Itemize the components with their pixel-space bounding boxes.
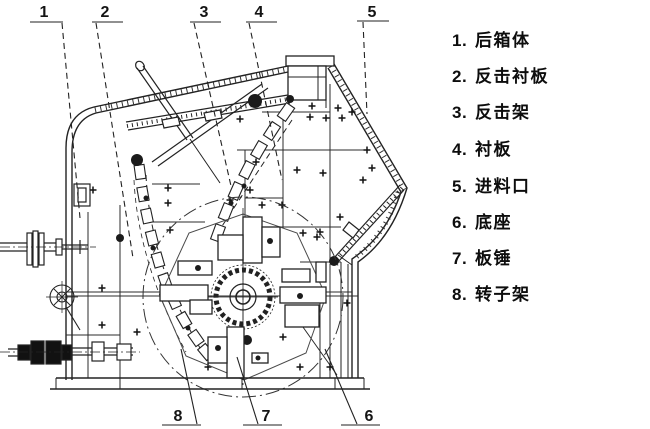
legend-num: 3. xyxy=(452,103,468,122)
callout-3: 3 xyxy=(200,4,209,21)
callout-2: 2 xyxy=(101,4,110,21)
legend-label: 反击衬板 xyxy=(475,67,549,86)
legend-item-8: 8. 转子架 xyxy=(452,280,531,305)
legend-num: 7. xyxy=(452,249,468,268)
callout-5: 5 xyxy=(368,4,377,21)
legend-label: 进料口 xyxy=(475,177,531,196)
callout-6: 6 xyxy=(365,408,374,425)
left-wall-bracket xyxy=(73,183,91,207)
legend-label: 反击架 xyxy=(475,103,531,122)
impact-curtain-upper xyxy=(209,101,296,243)
legend-label: 板锤 xyxy=(475,249,512,268)
legend-num: 5. xyxy=(452,177,468,196)
legend-label: 底座 xyxy=(475,213,512,232)
callout-1: 1 xyxy=(40,4,49,21)
legend-label: 衬板 xyxy=(475,140,512,159)
callout-7: 7 xyxy=(262,408,271,425)
legend-num: 1. xyxy=(452,31,468,50)
callout-leaders xyxy=(30,20,389,426)
legend-num: 2. xyxy=(452,67,468,86)
wall-pivot xyxy=(46,281,81,331)
hammer-bolts xyxy=(195,238,303,361)
base xyxy=(50,377,370,390)
suspension-beams xyxy=(125,60,291,184)
callout-numbers: 1 2 3 4 5 8 7 6 xyxy=(40,4,377,425)
legend-num: 8. xyxy=(452,285,468,304)
legend-item-4: 4. 衬板 xyxy=(452,135,512,160)
legend-item-2: 2. 反击衬板 xyxy=(452,62,549,87)
edge-hatching xyxy=(94,64,407,260)
legend-num: 4. xyxy=(452,140,468,159)
upper-adjusting-rod xyxy=(0,230,96,268)
legend-num: 6. xyxy=(452,213,468,232)
legend-item-6: 6. 底座 xyxy=(452,208,512,233)
legend-item-1: 1. 后箱体 xyxy=(452,26,531,51)
tie-rod xyxy=(329,184,405,266)
legend-item-7: 7. 板锤 xyxy=(452,244,512,269)
feed-inlet-box xyxy=(285,55,335,112)
legend-item-5: 5. 进料口 xyxy=(452,172,531,197)
legend-label: 转子架 xyxy=(475,285,531,304)
legend-item-3: 3. 反击架 xyxy=(452,98,531,123)
callout-8: 8 xyxy=(174,408,183,425)
lower-adjusting-rod xyxy=(0,340,140,365)
callout-4: 4 xyxy=(255,4,264,21)
legend-label: 后箱体 xyxy=(475,31,531,50)
